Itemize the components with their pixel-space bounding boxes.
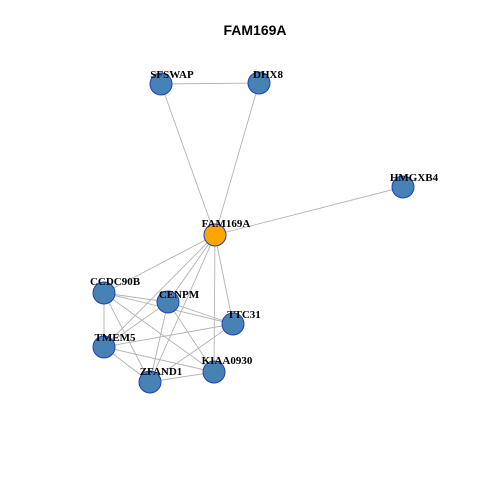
node-ttc31[interactable] bbox=[221, 312, 245, 336]
edge-tmem5-kiaa0930 bbox=[103, 346, 215, 373]
node-dhx8[interactable] bbox=[247, 71, 271, 95]
edge-fam169a-ttc31 bbox=[214, 234, 234, 325]
node-label-zfand1: ZFAND1 bbox=[140, 366, 183, 378]
node-label-tmem5: TMEM5 bbox=[95, 332, 136, 344]
edge-ttc31-zfand1 bbox=[149, 323, 234, 383]
node-label-cenpm: CENPM bbox=[159, 289, 200, 301]
nodes-layer bbox=[92, 71, 415, 394]
edge-dhx8-fam169a bbox=[214, 82, 260, 236]
node-label-sfswap: SFSWAP bbox=[150, 69, 194, 81]
edge-cenpm-kiaa0930 bbox=[167, 301, 215, 373]
node-ccdc90b[interactable] bbox=[92, 281, 116, 305]
node-label-dhx8: DHX8 bbox=[253, 69, 283, 81]
node-label-ttc31: TTC31 bbox=[227, 309, 261, 321]
edge-ttc31-tmem5 bbox=[103, 323, 234, 348]
edge-fam169a-hmgxb4 bbox=[214, 186, 404, 236]
node-label-kiaa0930: KIAA0930 bbox=[202, 355, 253, 367]
node-label-ccdc90b: CCDC90B bbox=[90, 276, 141, 288]
graph-title: FAM169A bbox=[223, 22, 286, 38]
edge-sfswap-dhx8 bbox=[160, 82, 260, 85]
edge-ccdc90b-kiaa0930 bbox=[103, 292, 215, 373]
node-cenpm[interactable] bbox=[156, 290, 180, 314]
edge-fam169a-kiaa0930 bbox=[213, 234, 216, 373]
edge-fam169a-ccdc90b bbox=[103, 234, 216, 294]
edge-ccdc90b-zfand1 bbox=[103, 292, 151, 383]
node-label-fam169a: FAM169A bbox=[202, 218, 251, 230]
node-sfswap[interactable] bbox=[149, 72, 173, 96]
node-fam169a[interactable] bbox=[203, 223, 227, 247]
node-zfand1[interactable] bbox=[138, 370, 162, 394]
edge-fam169a-zfand1 bbox=[149, 234, 216, 383]
node-hmgxb4[interactable] bbox=[391, 175, 415, 199]
edge-sfswap-fam169a bbox=[160, 83, 216, 236]
edge-cenpm-tmem5 bbox=[103, 301, 169, 348]
node-label-hmgxb4: HMGXB4 bbox=[390, 172, 439, 184]
edge-fam169a-cenpm bbox=[167, 234, 216, 303]
node-kiaa0930[interactable] bbox=[202, 360, 226, 384]
edge-cenpm-zfand1 bbox=[149, 301, 169, 383]
node-tmem5[interactable] bbox=[92, 335, 116, 359]
